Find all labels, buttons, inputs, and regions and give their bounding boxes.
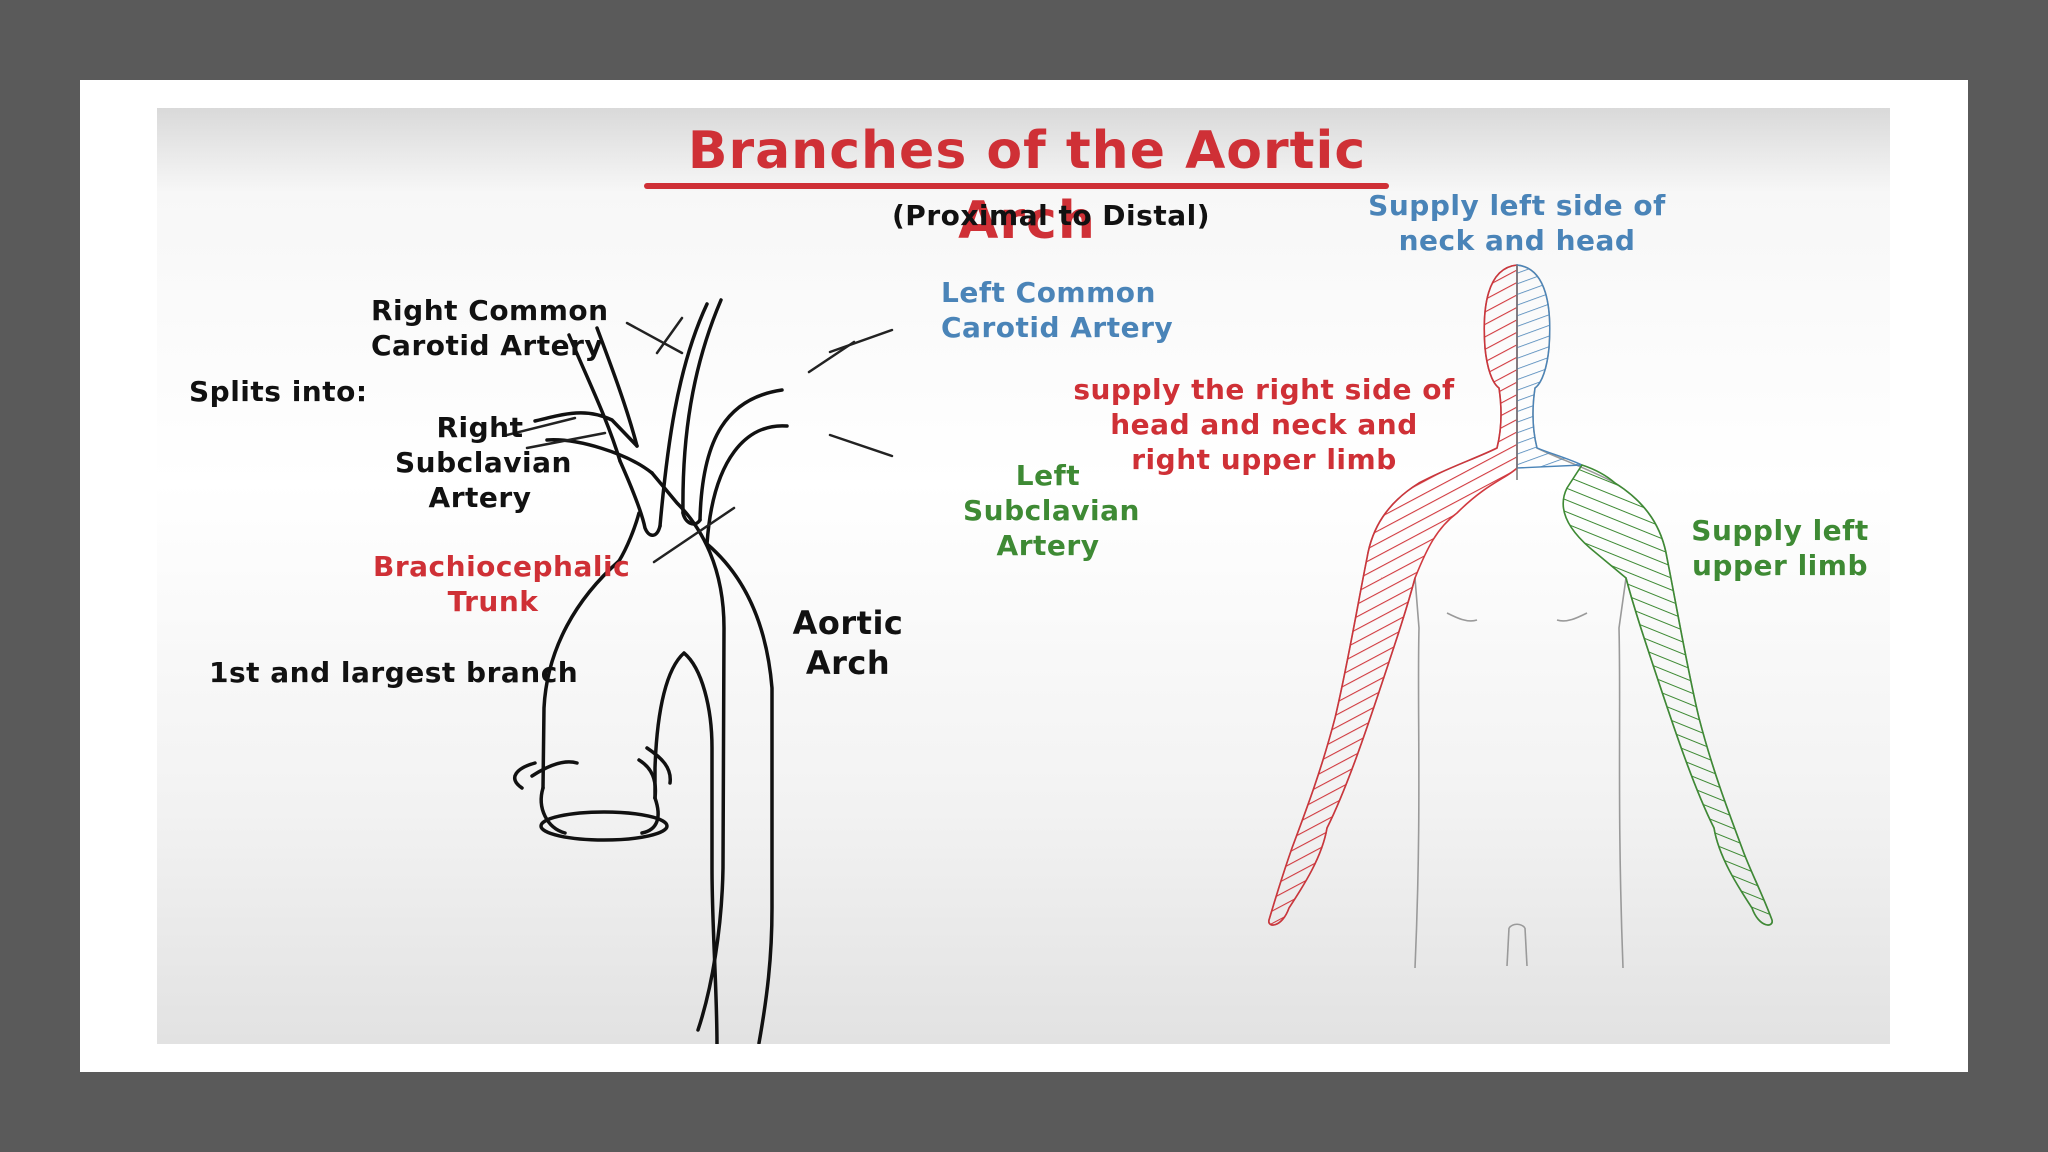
label-aortic-arch: Aortic Arch [792, 604, 904, 682]
label-brachiocephalic-trunk: Brachiocephalic Trunk [373, 550, 631, 618]
aorta-drawing [513, 298, 789, 1044]
green-supply-region [1562, 464, 1773, 926]
diagram-title: Branches of the Aortic Arch [687, 121, 1367, 251]
label-right-subclavian: Right Subclavian Artery [395, 411, 572, 514]
label-left-subclavian: Left Subclavian Artery [963, 459, 1140, 562]
label-right-common-carotid: Right Common Carotid Artery [371, 294, 609, 362]
label-first-largest-branch: 1st and largest branch [209, 656, 579, 689]
blue-supply-region [1516, 264, 1583, 469]
whiteboard: Branches of the Aortic Arch (Proximal to… [157, 108, 1890, 1044]
label-splits-into: Splits into: [189, 375, 368, 408]
label-left-common-carotid: Left Common Carotid Artery [941, 276, 1174, 344]
label-supply-left-neck-head: Supply left side of neck and head [1368, 189, 1666, 257]
title-underline [644, 183, 1389, 189]
label-supply-right-side: supply the right side of head and neck a… [1073, 373, 1455, 476]
label-supply-left-upper-limb: Supply left upper limb [1691, 514, 1869, 582]
leader-lines [505, 316, 894, 564]
subtitle: (Proximal to Distal) [892, 199, 1210, 232]
diagram-artwork [505, 264, 1773, 1044]
supply-regions [1268, 264, 1773, 926]
red-supply-region [1268, 264, 1518, 926]
